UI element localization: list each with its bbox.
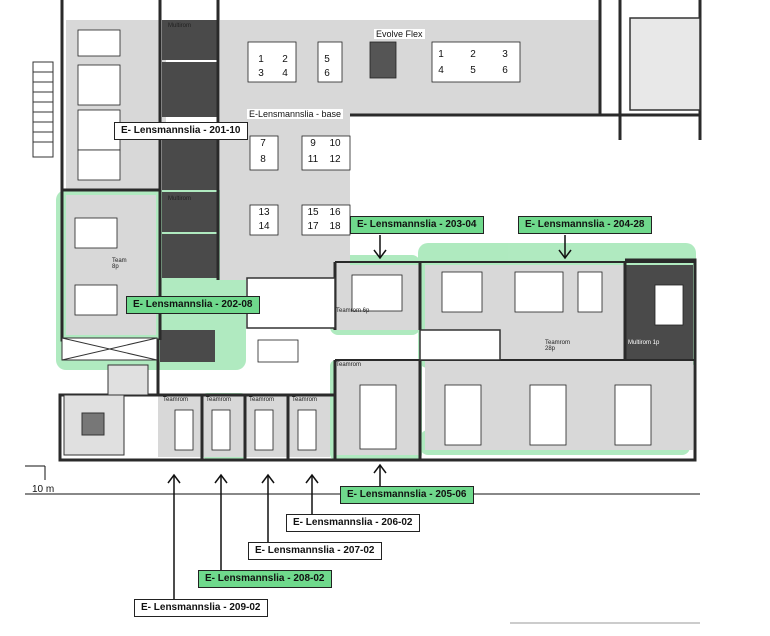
room-multirom-1: Multirom <box>168 23 192 29</box>
desk-num: 11 <box>307 154 319 165</box>
room-teamrom6p: Teamrom 6p <box>336 308 370 314</box>
desk-num: 1 <box>258 54 264 65</box>
desk-num: 14 <box>258 221 270 232</box>
desk-num: 2 <box>470 49 476 60</box>
desks <box>74 29 684 451</box>
pointer-arrows <box>167 235 572 600</box>
room-teamrom-209: Teamrom <box>163 397 189 403</box>
desk-num: 3 <box>258 68 264 79</box>
desk-num: 6 <box>324 68 330 79</box>
room-teamrom-208: Teamrom <box>206 397 232 403</box>
room-teamrom28p: Teamrom 28p <box>545 340 571 352</box>
desk-num: 5 <box>324 54 330 65</box>
label-201-10: E- Lensmannslia - 201-10 <box>114 122 248 140</box>
label-207-02: E- Lensmannslia - 207-02 <box>248 542 382 560</box>
desk-num: 4 <box>438 65 444 76</box>
desk-num: 4 <box>282 68 288 79</box>
label-209-02: E- Lensmannslia - 209-02 <box>134 599 268 617</box>
walls <box>58 0 702 462</box>
base-title: E-Lensmannslia - base <box>247 109 344 119</box>
desk-num: 9 <box>310 138 316 149</box>
desk-num: 3 <box>502 49 508 60</box>
label-202-08: E- Lensmannslia - 202-08 <box>126 296 260 314</box>
room-multirom-2: Multirom <box>168 196 192 202</box>
stairs <box>32 61 158 456</box>
desk-num: 5 <box>470 65 476 76</box>
desk-num: 7 <box>260 138 266 149</box>
desk-num: 6 <box>502 65 508 76</box>
desk-num: 17 <box>307 221 319 232</box>
room-teamrom-207: Teamrom <box>249 397 275 403</box>
desk-num: 10 <box>329 138 341 149</box>
scale-label: 10 m <box>32 484 55 495</box>
label-204-28: E- Lensmannslia - 204-28 <box>518 216 652 234</box>
corridor <box>246 17 701 361</box>
room-teamrom-206: Teamrom <box>292 397 318 403</box>
label-208-02: E- Lensmannslia - 208-02 <box>198 570 332 588</box>
desk-num: 18 <box>329 221 341 232</box>
label-206-02: E- Lensmannslia - 206-02 <box>286 514 420 532</box>
desk-num: 13 <box>258 207 270 218</box>
label-205-06: E- Lensmannslia - 205-06 <box>340 486 474 504</box>
desk-num: 16 <box>329 207 341 218</box>
desk-num: 12 <box>329 154 341 165</box>
room-team8p: Team 8p <box>112 258 127 270</box>
evolve-flex-title: Evolve Flex <box>374 29 425 39</box>
desk-num: 1 <box>438 49 444 60</box>
desk-num: 15 <box>307 207 319 218</box>
room-teamrom-205: Teamrom <box>336 362 362 368</box>
desk-num: 8 <box>260 154 266 165</box>
room-multirom-1p: Multirom 1p <box>628 340 660 346</box>
label-203-04: E- Lensmannslia - 203-04 <box>350 216 484 234</box>
desk-num: 2 <box>282 54 288 65</box>
